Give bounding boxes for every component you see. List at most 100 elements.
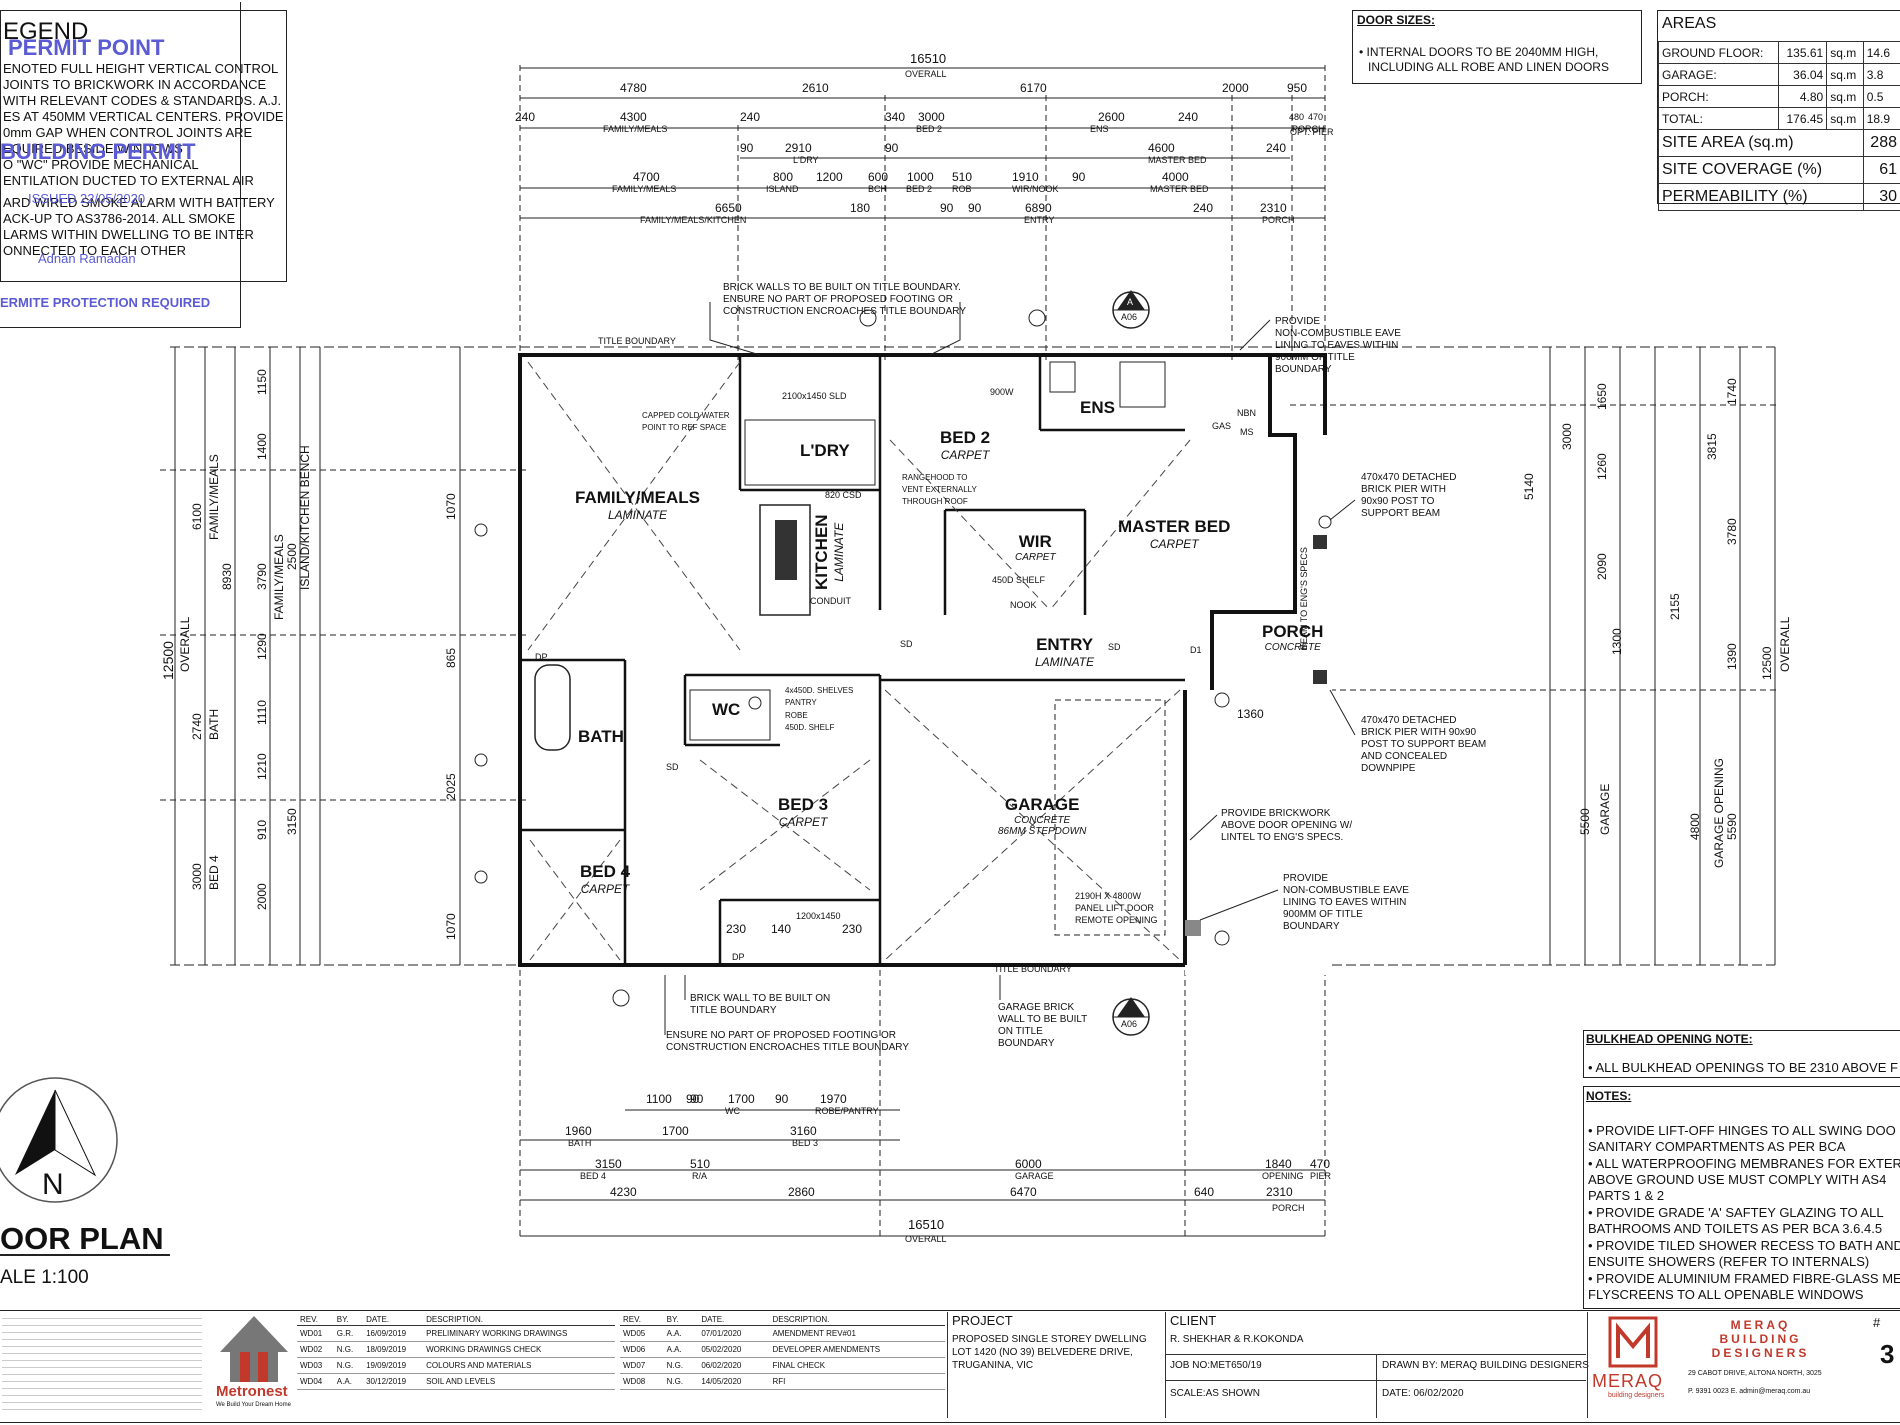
revision-cell: 05/02/2020 bbox=[698, 1341, 770, 1358]
revision-cell: 06/02/2020 bbox=[698, 1357, 770, 1374]
revision-cell: FINAL CHECK bbox=[769, 1357, 945, 1374]
dim-right-c2-b: 5140 bbox=[1522, 473, 1536, 500]
dim-right-c1-c: 1260 bbox=[1595, 453, 1609, 480]
areas-cell-unit: sq.m bbox=[1826, 107, 1864, 130]
dim-left-c1-b-lbl: BATH bbox=[207, 708, 221, 740]
dim-left-c3-g: 910 bbox=[255, 819, 269, 840]
dimension-value: 2310 bbox=[1260, 201, 1287, 215]
dimension-value: 90 bbox=[740, 141, 754, 155]
dimension-value: 3000 bbox=[918, 110, 945, 124]
room-ens-name: ENS bbox=[1080, 398, 1115, 417]
revision-cell: N.G. bbox=[663, 1357, 699, 1374]
revision-header: DATE. bbox=[363, 1314, 424, 1326]
annotation-line: DOWNPIPE bbox=[1361, 763, 1416, 774]
revision-cell: RFI bbox=[769, 1373, 945, 1390]
annotation-line: BRICK PIER WITH bbox=[1361, 484, 1447, 495]
room-porch: PORCH CONCRETE bbox=[1262, 622, 1323, 653]
annotation-line: ENSURE NO PART OF PROPOSED FOOTING OR bbox=[723, 294, 954, 305]
revision-cell: WD01 bbox=[297, 1325, 334, 1342]
meraq-logo-icon bbox=[1608, 1316, 1658, 1368]
dim-top-overall-label: OVERALL bbox=[905, 69, 947, 79]
dimension-label: PORCH bbox=[1262, 215, 1295, 225]
dim-bottom-overall-label: OVERALL bbox=[905, 1234, 947, 1244]
metronest-name: Metronest bbox=[216, 1383, 288, 1400]
note-d1: D1 bbox=[1190, 645, 1202, 655]
note-sd-2: SD bbox=[1108, 642, 1121, 652]
notes-line: • PROVIDE ALUMINIUM FRAMED FIBRE-GLASS M… bbox=[1588, 1271, 1900, 1286]
revision-cell: AMENDMENT REV#01 bbox=[769, 1325, 945, 1342]
note-nbn: NBN bbox=[1237, 408, 1257, 418]
revision-header: BY. bbox=[333, 1314, 364, 1326]
room-bed4: BED 4 CARPET bbox=[580, 862, 630, 896]
dimension-label: ENS bbox=[1090, 124, 1109, 134]
dimension-value: 1970 bbox=[820, 1092, 847, 1106]
dim-right-c1-d: 2090 bbox=[1595, 553, 1609, 580]
door-sizes-title: DOOR SIZES: bbox=[1357, 13, 1436, 27]
dimension-value: 90 bbox=[1072, 170, 1086, 184]
dimension-value: 1100 bbox=[646, 1092, 672, 1106]
bulkhead-line: • ALL BULKHEAD OPENINGS TO BE 2310 ABOVE… bbox=[1588, 1060, 1898, 1075]
notes-line: FLYSCREENS TO ALL OPENABLE WINDOWS bbox=[1588, 1287, 1864, 1302]
dimension-value: 6000 bbox=[1015, 1157, 1042, 1171]
room-family-finish: LAMINATE bbox=[607, 508, 668, 522]
room-bed2-finish: CARPET bbox=[940, 448, 990, 462]
annotation-line: 900MM OF TITLE bbox=[1283, 909, 1363, 920]
room-family-name: FAMILY/MEALS bbox=[575, 488, 700, 507]
dim-left-c4-i: 3150 bbox=[285, 808, 299, 835]
room-bed2-name: BED 2 bbox=[940, 428, 991, 447]
dim-left-c4-c-lbl: ISLAND/KITCHEN BENCH bbox=[298, 445, 312, 590]
legend-line: WITH RELEVANT CODES & STANDARDS. A.J. bbox=[3, 93, 282, 108]
revision-cell: WD03 bbox=[297, 1357, 334, 1374]
notes-line: • ALL WATERPROOFING MEMBRANES FOR EXTER bbox=[1588, 1156, 1900, 1171]
dim-left-c1-a-lbl: FAMILY/MEALS bbox=[207, 454, 221, 540]
dim-right-c5: 12500 bbox=[1760, 646, 1774, 680]
dim-left-c3-c: 3790 bbox=[255, 563, 269, 590]
dimension-label: PORCH bbox=[1292, 124, 1325, 134]
legend-line: ARD WIRED SMOKE ALARM WITH BATTERY bbox=[3, 195, 275, 210]
annotation-line: 90x90 POST TO bbox=[1361, 496, 1435, 507]
legend-line: ENOTED FULL HEIGHT VERTICAL CONTROL bbox=[3, 61, 279, 76]
title-block-disclaimer bbox=[2, 1318, 202, 1410]
dimension-value: 90 bbox=[686, 1092, 700, 1106]
dim-top-porch-b: 470 bbox=[1308, 112, 1324, 122]
stamp-termite: ERMITE PROTECTION REQUIRED bbox=[0, 295, 211, 310]
stamp-name: Adnan Ramadan bbox=[38, 251, 136, 266]
dimension-value: 4230 bbox=[610, 1185, 637, 1199]
stamp-line2: BUILDING PERMIT bbox=[0, 139, 196, 164]
dimension-value: 4600 bbox=[1148, 141, 1175, 155]
note-a06-bottom: A06 bbox=[1121, 1019, 1138, 1029]
dim-right-c4-b: 3780 bbox=[1725, 518, 1739, 545]
dimension-label: FAMILY/MEALS bbox=[612, 184, 677, 194]
annotation-line: SUPPORT BEAM bbox=[1361, 508, 1441, 519]
note-sd-1: SD bbox=[900, 639, 913, 649]
dimension-value: 1960 bbox=[565, 1124, 592, 1138]
areas-cell-extra: 14.6 bbox=[1862, 41, 1900, 64]
coverage-label: SITE COVERAGE (%) bbox=[1658, 156, 1864, 184]
dimension-label: ROB bbox=[952, 184, 972, 194]
note-title-boundary: TITLE BOUNDARY bbox=[598, 336, 676, 346]
door-sizes-box: DOOR SIZES: • INTERNAL DOORS TO BE 2040M… bbox=[1352, 10, 1642, 84]
room-garage-finish: CONCRETE bbox=[1014, 815, 1071, 826]
dimension-value: 1200 bbox=[816, 170, 843, 184]
annotation-line: 470x470 DETACHED bbox=[1361, 715, 1457, 726]
room-garage-name: GARAGE bbox=[1004, 795, 1080, 814]
dimension-label: BED 4 bbox=[580, 1171, 607, 1181]
dimension-label: R/A bbox=[692, 1171, 708, 1181]
revision-cell: 14/05/2020 bbox=[698, 1373, 770, 1390]
meraq-contact: P. 9391 0023 E. admin@meraq.com.au bbox=[1688, 1388, 1811, 1395]
dimension-label: BED 3 bbox=[792, 1138, 819, 1148]
annotation-line: THROUGH ROOF bbox=[902, 497, 968, 506]
notes-title: NOTES: bbox=[1586, 1089, 1632, 1103]
